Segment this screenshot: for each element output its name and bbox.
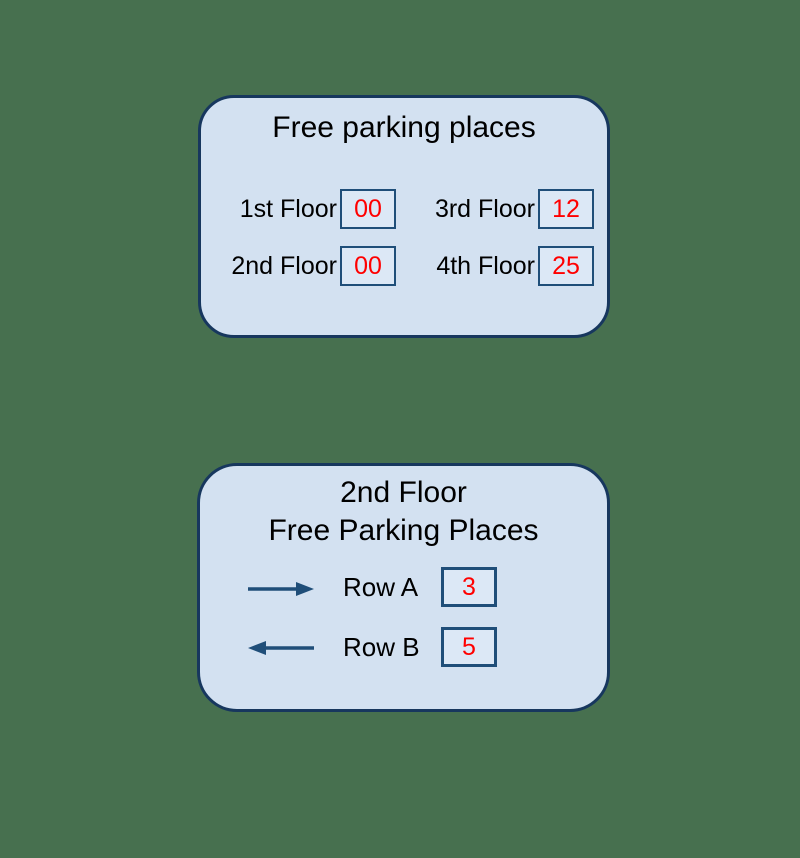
row-a-label: Row A — [343, 572, 419, 602]
floor-value-4th: 25 — [552, 251, 580, 280]
floor-value-3rd: 12 — [552, 194, 580, 223]
row-a-value-box: 3 — [441, 567, 497, 607]
floor-label-2nd: 2nd Floor — [231, 252, 337, 280]
floor-value-2nd: 00 — [354, 251, 382, 280]
row-b-label: Row B — [343, 632, 420, 662]
row-b-value: 5 — [462, 632, 476, 661]
floor-label-4th: 4th Floor — [436, 252, 535, 280]
floor-label-3rd: 3rd Floor — [434, 195, 535, 223]
floor-label-1st: 1st Floor — [239, 195, 337, 223]
floor-value-1st: 00 — [354, 194, 382, 223]
detail-panel: 2nd Floor Free Parking Places Row A 3 Ro… — [197, 463, 610, 712]
right-arrow-icon — [248, 582, 314, 596]
left-arrow-icon — [248, 641, 314, 655]
floor-value-box-4th: 25 — [538, 246, 594, 286]
row-a-value: 3 — [462, 572, 476, 601]
floor-value-box-1st: 00 — [340, 189, 396, 229]
floor-value-box-2nd: 00 — [340, 246, 396, 286]
row-b-value-box: 5 — [441, 627, 497, 667]
summary-panel-title: Free parking places — [272, 111, 536, 144]
detail-panel-title-line1: 2nd Floor — [340, 476, 467, 509]
detail-panel-title-line2: Free Parking Places — [268, 514, 539, 547]
summary-panel: Free parking places 1st Floor 00 3rd Flo… — [198, 95, 610, 338]
floor-value-box-3rd: 12 — [538, 189, 594, 229]
